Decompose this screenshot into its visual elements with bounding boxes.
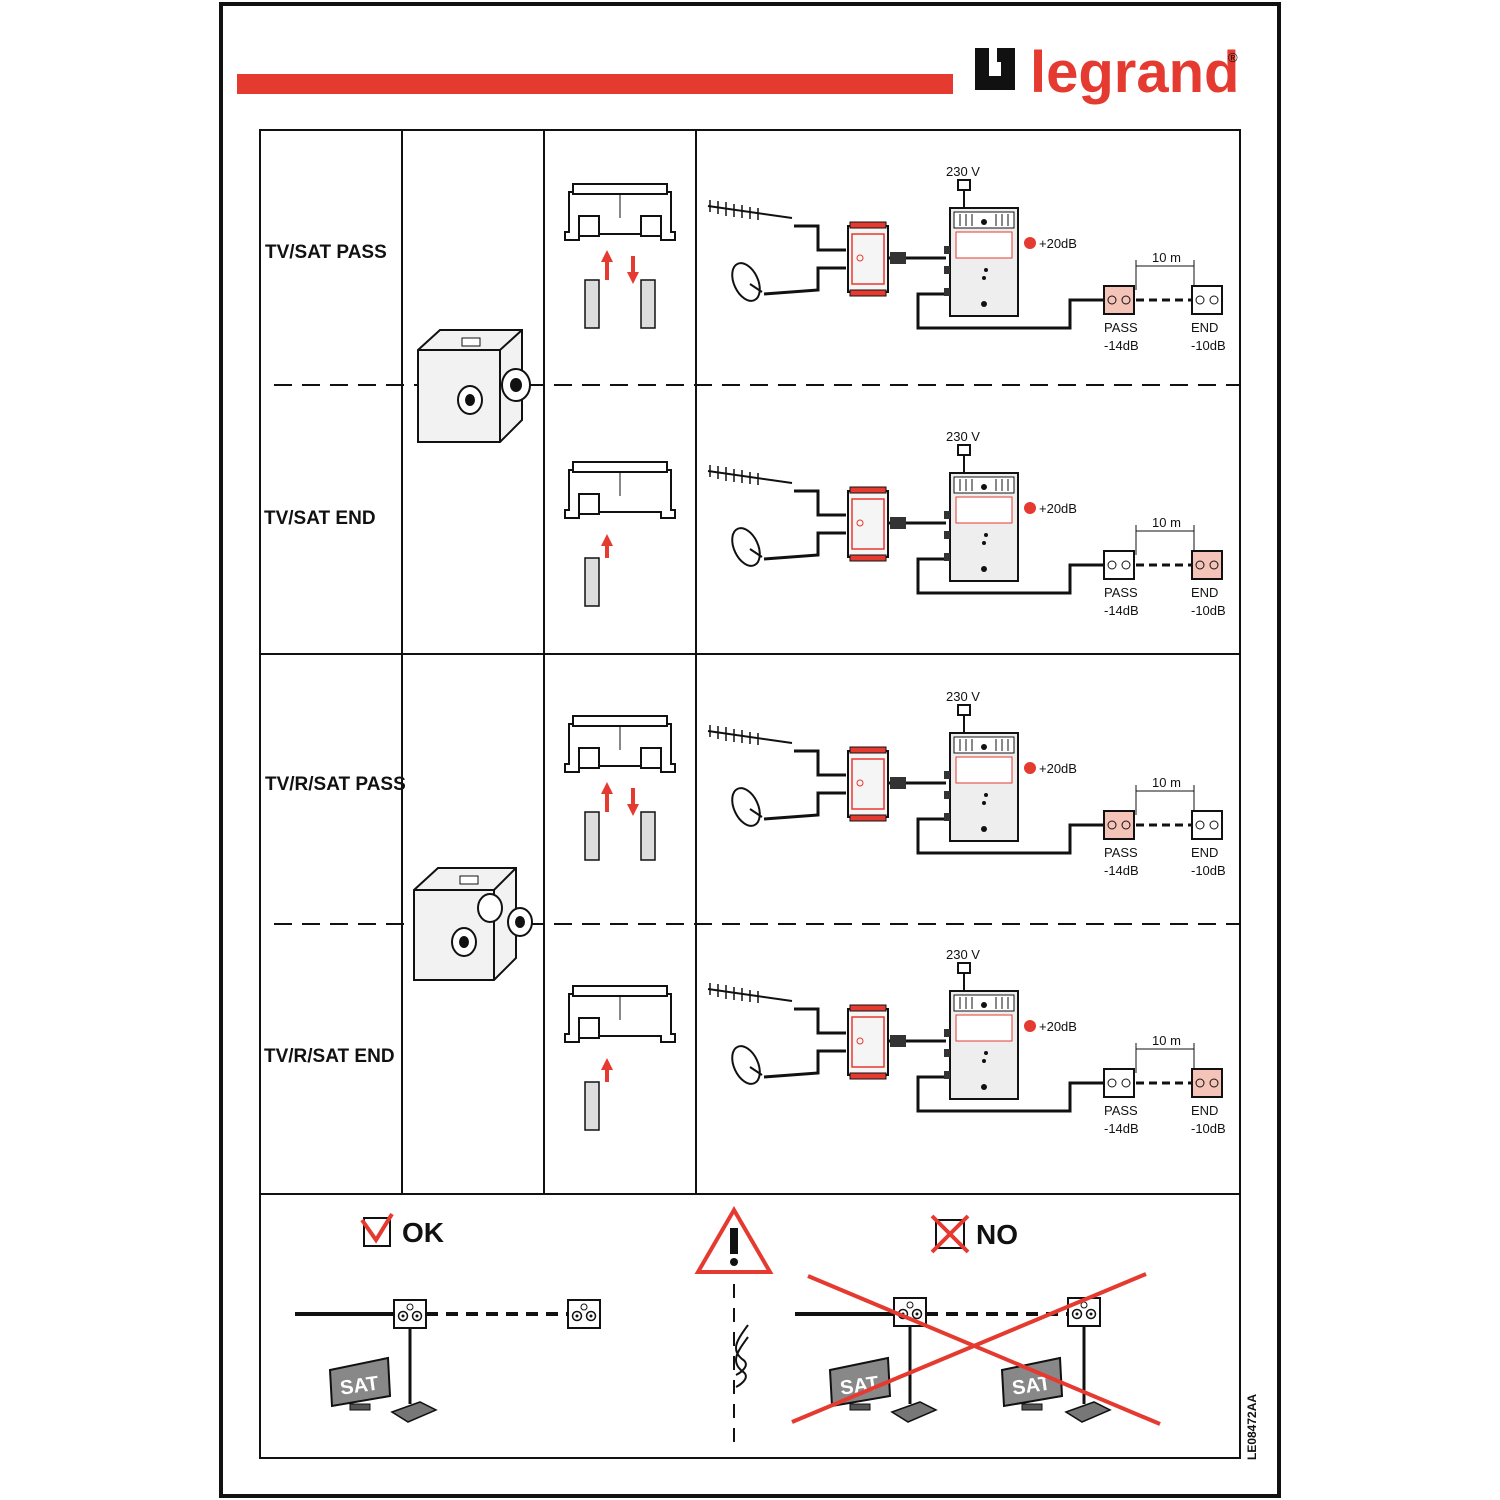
no-label: NO	[976, 1219, 1018, 1250]
distance-label: 10 m	[1152, 775, 1181, 790]
red-cross-line-2	[791, 1272, 1147, 1424]
pass-db: -14dB	[1104, 1121, 1139, 1136]
row-label-tv-sat-end: TV/SAT END	[264, 508, 376, 529]
no-section: NO SAT SAT	[791, 1214, 1161, 1426]
gain-label: +20dB	[1039, 1019, 1077, 1034]
mixer-icon	[847, 221, 889, 297]
gain-icon	[1024, 237, 1036, 249]
voltage-label: 230 V	[946, 947, 980, 962]
brand-registered: ®	[1228, 50, 1238, 65]
gain-icon	[1024, 762, 1036, 774]
installation-diagram-2: 230 V +20dB 10 m PASS -14dB END -10dB	[707, 429, 1226, 618]
voltage-label: 230 V	[946, 164, 980, 179]
pass-label: PASS	[1104, 845, 1138, 860]
voltage-label: 230 V	[946, 429, 980, 444]
end-outlet-icon	[1191, 550, 1223, 580]
end-label: END	[1191, 845, 1218, 860]
ok-section: OK SAT	[295, 1212, 601, 1423]
end-db: -10dB	[1191, 863, 1226, 878]
red-cross-line-1	[807, 1274, 1161, 1426]
end-outlet-icon	[1191, 1068, 1223, 1098]
distance-label: 10 m	[1152, 1033, 1181, 1048]
power-plug-icon	[957, 444, 971, 456]
power-plug-icon	[957, 962, 971, 974]
row-label-tv-sat-pass: TV/SAT PASS	[265, 242, 387, 263]
wiring-pass-1	[564, 183, 676, 329]
distance-label: 10 m	[1152, 250, 1181, 265]
document-code: LE08472AA	[1245, 1394, 1259, 1460]
header-bar	[237, 74, 953, 94]
amplifier-icon	[943, 732, 1019, 842]
main-table	[259, 129, 1241, 1459]
end-db: -10dB	[1191, 603, 1226, 618]
radio-antenna-icon	[734, 1324, 749, 1376]
gain-label: +20dB	[1039, 501, 1077, 516]
pass-outlet-icon	[1103, 1068, 1135, 1098]
end-outlet-icon	[1191, 285, 1223, 315]
pass-label: PASS	[1104, 1103, 1138, 1118]
ok-label: OK	[402, 1217, 444, 1248]
warning-section	[694, 1206, 774, 1444]
end-outlet-icon	[1191, 810, 1223, 840]
pass-db: -14dB	[1104, 863, 1139, 878]
pass-outlet-icon	[1103, 285, 1135, 315]
amplifier-icon	[943, 990, 1019, 1100]
product-tv-sat-outlet	[417, 329, 531, 443]
installation-diagram-1: 230 V +20dB 10 m PASS -14dB END -10dB	[707, 164, 1226, 353]
row-label-tv-r-sat-pass: TV/R/SAT PASS	[265, 774, 406, 795]
wiring-end-1	[564, 461, 676, 607]
legrand-logo: legrand ®	[975, 40, 1240, 105]
power-plug-icon	[957, 704, 971, 716]
wiring-pass-2	[564, 715, 676, 861]
row-label-tv-r-sat-end: TV/R/SAT END	[264, 1046, 395, 1067]
installation-diagram-4: 230 V +20dB 10 m PASS -14dB END -10dB	[707, 947, 1226, 1376]
sat-tv-icon-2: SAT	[1000, 1356, 1064, 1411]
sat-tv-icon: SAT	[328, 1356, 392, 1411]
voltage-label: 230 V	[946, 689, 980, 704]
pass-outlet-icon	[1103, 810, 1135, 840]
amplifier-icon	[943, 207, 1019, 317]
installation-diagram-3: 230 V +20dB 10 m PASS -14dB END -10dB	[707, 689, 1226, 1388]
gain-label: +20dB	[1039, 761, 1077, 776]
mixer-icon	[847, 1004, 889, 1080]
brand-name: legrand	[1030, 40, 1240, 105]
mixer-icon	[847, 486, 889, 562]
pass-label: PASS	[1104, 320, 1138, 335]
pass-label: PASS	[1104, 585, 1138, 600]
pass-db: -14dB	[1104, 338, 1139, 353]
wiring-end-2	[564, 985, 676, 1131]
receiver-icon	[390, 1401, 438, 1423]
pass-outlet-icon	[1103, 550, 1135, 580]
end-db: -10dB	[1191, 338, 1226, 353]
product-tv-r-sat-outlet	[413, 867, 533, 981]
mixer-icon	[847, 746, 889, 822]
power-plug-icon	[957, 179, 971, 191]
gain-label: +20dB	[1039, 236, 1077, 251]
end-label: END	[1191, 320, 1218, 335]
gain-icon	[1024, 502, 1036, 514]
pass-db: -14dB	[1104, 603, 1139, 618]
sat-label-ok: SAT	[339, 1373, 380, 1400]
end-db: -10dB	[1191, 1121, 1226, 1136]
end-label: END	[1191, 1103, 1218, 1118]
check-mark-icon	[360, 1212, 394, 1244]
gain-icon	[1024, 1020, 1036, 1032]
distance-label: 10 m	[1152, 515, 1181, 530]
amplifier-icon	[943, 472, 1019, 582]
end-label: END	[1191, 585, 1218, 600]
